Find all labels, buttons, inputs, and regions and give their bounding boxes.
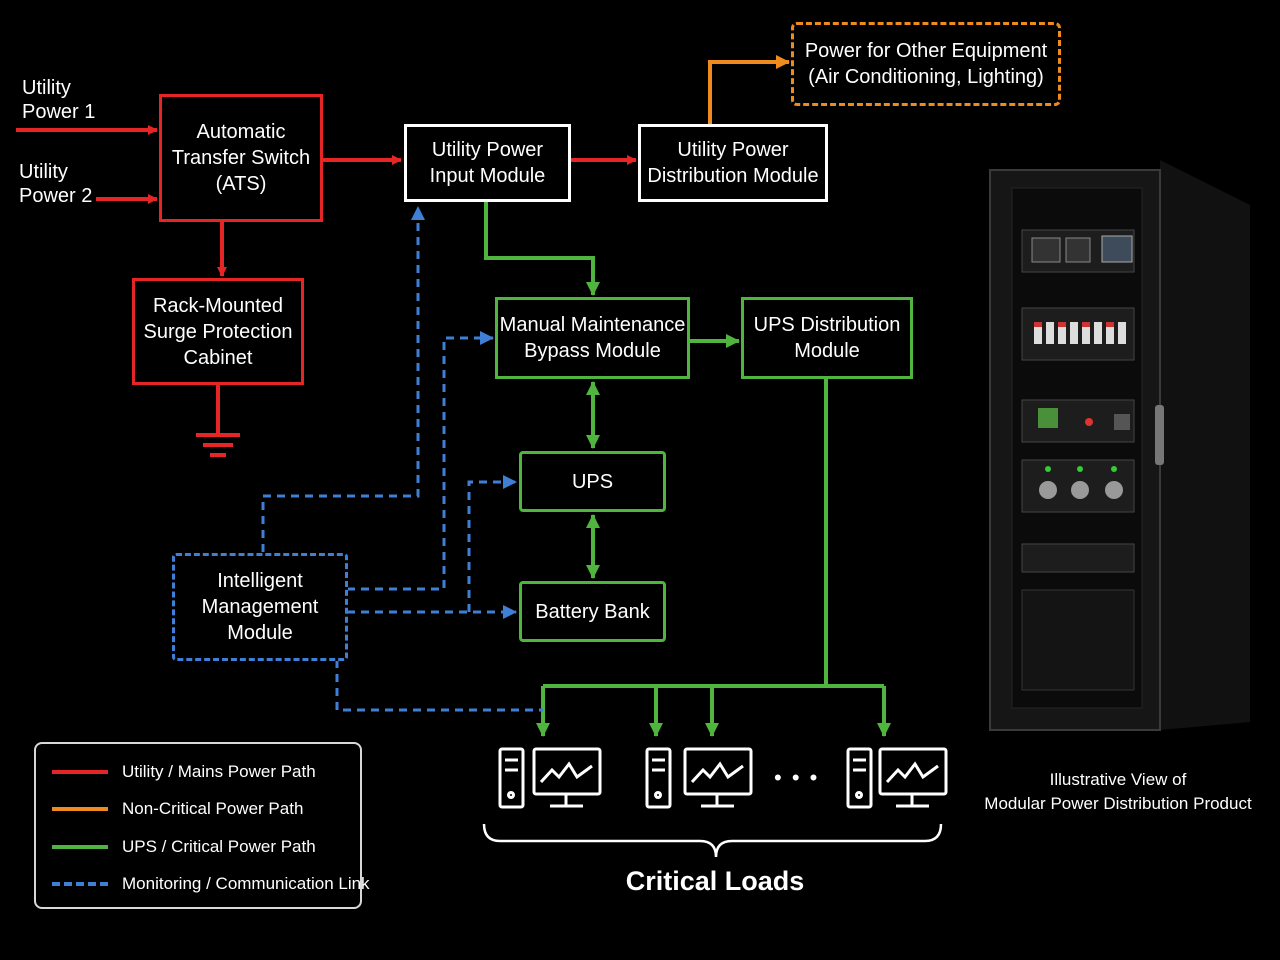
imm-to-loads-link [335, 660, 543, 712]
legend-label: Utility / Mains Power Path [122, 762, 316, 781]
legend-label: Non-Critical Power Path [122, 799, 304, 818]
legend-item-noncritical: Non-Critical Power Path [52, 797, 303, 821]
computer-icon [645, 747, 753, 809]
intelligent-management-box: Intelligent Management Module [172, 553, 348, 661]
critical-loads-title: Critical Loads [625, 866, 805, 896]
legend-label: UPS / Critical Power Path [122, 837, 316, 856]
imm-to-ups-link [467, 475, 517, 612]
legend-swatch-utility [52, 770, 108, 774]
imm-to-bypass-link [347, 331, 494, 591]
surge-protection-box: Rack-Mounted Surge Protection Cabinet [132, 278, 304, 385]
bypass-module-box: Manual Maintenance Bypass Module [495, 297, 690, 379]
legend-item-critical: UPS / Critical Power Path [52, 835, 316, 859]
ats-box: Automatic Transfer Switch (ATS) [159, 94, 323, 222]
utility-input-module-box: Utility Power Input Module [404, 124, 571, 202]
computer-icon [498, 747, 602, 809]
computer-icon [846, 747, 948, 809]
critical-loads-brace [482, 823, 943, 858]
legend-item-monitoring: Monitoring / Communication Link [52, 872, 370, 896]
rack-cabinet-image [989, 160, 1250, 731]
legend: Utility / Mains Power Path Non-Critical … [34, 742, 370, 909]
imm-to-input-link [261, 206, 425, 552]
input-to-bypass-arrow [484, 202, 600, 296]
other-equipment-box: Power for Other Equipment (Air Condition… [791, 22, 1061, 106]
legend-label: Monitoring / Communication Link [122, 874, 370, 893]
ground-icon [196, 433, 240, 457]
legend-item-utility: Utility / Mains Power Path [52, 760, 316, 784]
ups-box: UPS [519, 451, 666, 512]
loads-ellipsis: • • • [774, 765, 820, 790]
utility-power-1-label: Utility Power 1 [22, 77, 96, 123]
utility-power-2-label: Utility Power 2 [19, 161, 93, 207]
noncritical-arrow [708, 55, 790, 124]
legend-swatch-monitoring [52, 882, 108, 886]
legend-swatch-noncritical [52, 807, 108, 811]
battery-bank-box: Battery Bank [519, 581, 666, 642]
ups-distribution-module-box: UPS Distribution Module [741, 297, 913, 379]
legend-swatch-critical [52, 845, 108, 849]
utility-distribution-module-box: Utility Power Distribution Module [638, 124, 828, 202]
product-caption: Illustrative View of Modular Power Distr… [984, 770, 1252, 813]
